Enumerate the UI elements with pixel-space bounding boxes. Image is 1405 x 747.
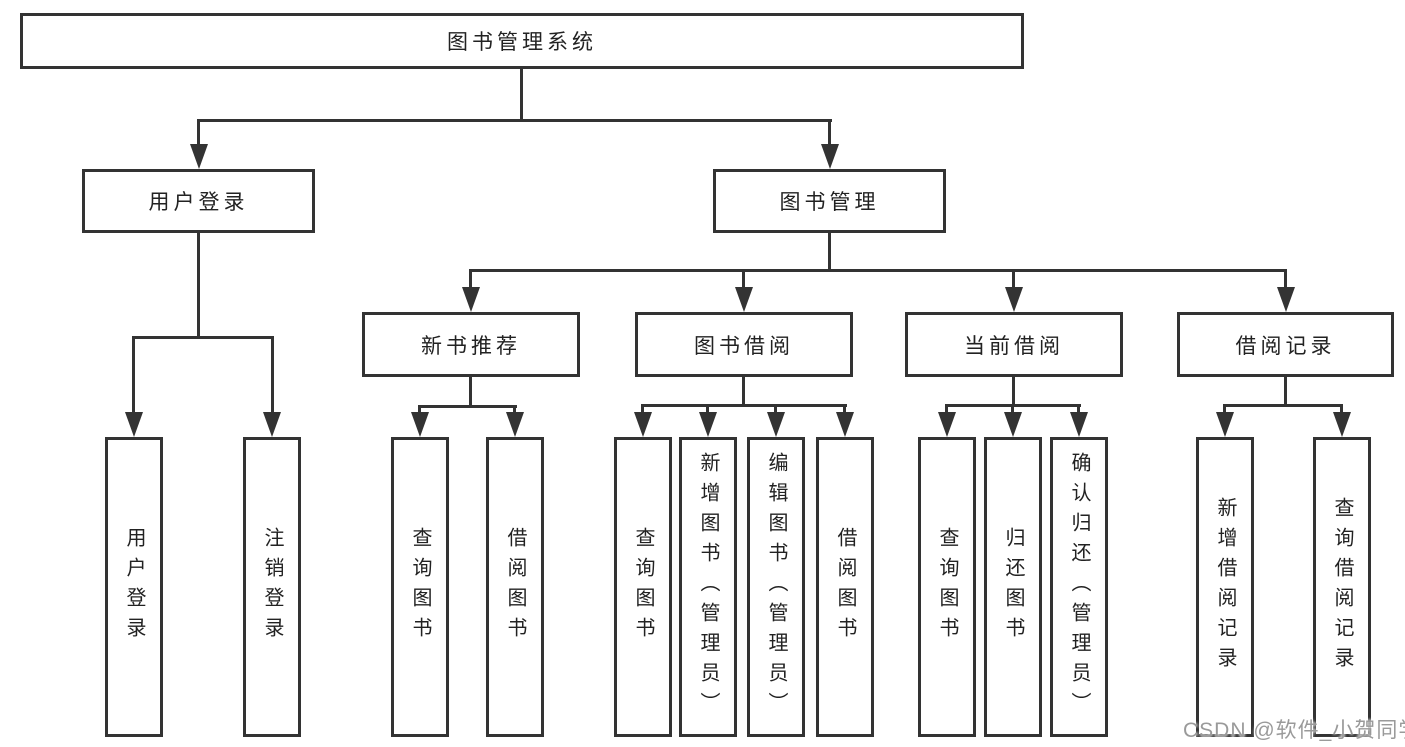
node-query-books-recommend: 查询图书	[391, 437, 449, 737]
arrowhead-down-borrowing-records	[1277, 287, 1295, 312]
node-query-books-current-label: 查询图书	[936, 527, 958, 647]
arrowhead-down-query-books-1	[411, 412, 429, 437]
node-user-login-leaf-label: 用户登录	[123, 527, 145, 647]
node-book-borrowing-label: 图书借阅	[694, 334, 794, 358]
node-add-books-admin: 新增图书（管理员）	[679, 437, 737, 737]
csdn-watermark: CSDN @软件_小贺同学	[1183, 719, 1405, 742]
node-user-login-label: 用户登录	[148, 191, 249, 214]
node-query-books-recommend-label: 查询图书	[409, 527, 431, 647]
arrowhead-down-logout	[263, 412, 281, 437]
connector-shaft-edit-books	[774, 404, 777, 419]
arrowhead-down-current-borrowing	[1005, 287, 1023, 312]
connector-borrowing-records-stem	[1284, 377, 1287, 407]
arrowhead-down-query-books-2	[634, 412, 652, 437]
arrowhead-down-add-books	[699, 412, 717, 437]
node-add-borrow-record-label: 新增借阅记录	[1214, 497, 1236, 677]
node-edit-books-admin-label: 编辑图书（管理员）	[765, 452, 787, 722]
node-edit-books-admin: 编辑图书（管理员）	[747, 437, 805, 737]
node-new-book-recommendation-label: 新书推荐	[421, 334, 521, 358]
node-logout-label: 注销登录	[261, 527, 283, 647]
connector-shaft-book-management	[828, 119, 831, 149]
node-borrow-books-recommend: 借阅图书	[486, 437, 544, 737]
connector-shaft-add-record	[1223, 404, 1226, 419]
connector-shaft-logout	[271, 336, 274, 416]
arrowhead-down-query-record	[1333, 412, 1351, 437]
connector-shaft-query-books-2	[641, 404, 644, 419]
node-add-borrow-record: 新增借阅记录	[1196, 437, 1254, 737]
arrowhead-down-add-record	[1216, 412, 1234, 437]
connector-shaft-user-login	[197, 119, 200, 149]
node-book-management-label: 图书管理	[779, 191, 880, 214]
connector-shaft-confirm-return	[1077, 404, 1080, 419]
arrowhead-down-edit-books	[767, 412, 785, 437]
node-book-borrowing: 图书借阅	[635, 312, 853, 377]
connector-shaft-current-borrowing	[1012, 269, 1015, 291]
node-return-books-label: 归还图书	[1002, 527, 1024, 647]
connector-shaft-query-books-3	[945, 404, 948, 419]
node-query-books-borrowing-label: 查询图书	[632, 527, 654, 647]
arrowhead-down-query-books-3	[938, 412, 956, 437]
node-user-login: 用户登录	[82, 169, 315, 233]
connector-shaft-query-record	[1340, 404, 1343, 419]
node-query-books-borrowing: 查询图书	[614, 437, 672, 737]
node-current-borrowing-label: 当前借阅	[964, 334, 1064, 358]
connector-root-stem	[520, 69, 523, 122]
node-borrowing-records-label: 借阅记录	[1235, 334, 1336, 358]
node-borrow-books-borrowing-label: 借阅图书	[834, 527, 856, 647]
connector-shaft-book-borrowing	[742, 269, 745, 291]
arrowhead-down-return-books	[1004, 412, 1022, 437]
arrowhead-down-new-book	[462, 287, 480, 312]
connector-book-management-branch	[470, 269, 1287, 272]
connector-root-branch	[198, 119, 832, 122]
connector-shaft-borrow-books-2	[843, 404, 846, 419]
connector-shaft-borrowing-records	[1284, 269, 1287, 291]
connector-current-borrowing-stem	[1012, 377, 1015, 407]
node-book-management: 图书管理	[713, 169, 946, 233]
arrowhead-down-user-login	[190, 144, 208, 169]
node-root: 图书管理系统	[20, 13, 1024, 69]
node-new-book-recommendation: 新书推荐	[362, 312, 580, 377]
node-add-books-admin-label: 新增图书（管理员）	[697, 452, 719, 722]
node-query-borrow-record: 查询借阅记录	[1313, 437, 1371, 737]
node-borrowing-records: 借阅记录	[1177, 312, 1394, 377]
connector-shaft-user-login-leaf	[132, 336, 135, 416]
node-borrow-books-borrowing: 借阅图书	[816, 437, 874, 737]
node-query-borrow-record-label: 查询借阅记录	[1331, 497, 1353, 677]
connector-borrowing-records-branch	[1224, 404, 1343, 407]
node-confirm-return-admin: 确认归还（管理员）	[1050, 437, 1108, 737]
arrowhead-down-borrow-books-1	[506, 412, 524, 437]
arrowhead-down-borrow-books-2	[836, 412, 854, 437]
connector-user-login-stem	[197, 233, 200, 339]
node-borrow-books-recommend-label: 借阅图书	[504, 527, 526, 647]
arrowhead-down-book-borrowing	[735, 287, 753, 312]
arrowhead-down-user-login-leaf	[125, 412, 143, 437]
node-logout: 注销登录	[243, 437, 301, 737]
connector-shaft-add-books	[706, 404, 709, 419]
node-user-login-leaf: 用户登录	[105, 437, 163, 737]
connector-book-management-stem	[828, 233, 831, 272]
connector-new-book-branch	[419, 405, 517, 408]
arrowhead-down-book-management	[821, 144, 839, 169]
node-confirm-return-admin-label: 确认归还（管理员）	[1068, 452, 1090, 722]
node-query-books-current: 查询图书	[918, 437, 976, 737]
connector-user-login-branch	[133, 336, 274, 339]
node-return-books: 归还图书	[984, 437, 1042, 737]
connector-shaft-new-book	[469, 269, 472, 291]
node-root-label: 图书管理系统	[447, 31, 597, 54]
arrowhead-down-confirm-return	[1070, 412, 1088, 437]
connector-new-book-stem	[469, 377, 472, 408]
connector-book-borrowing-branch	[642, 404, 847, 407]
node-current-borrowing: 当前借阅	[905, 312, 1123, 377]
connector-shaft-return-books	[1011, 404, 1014, 419]
connector-book-borrowing-stem	[742, 377, 745, 407]
